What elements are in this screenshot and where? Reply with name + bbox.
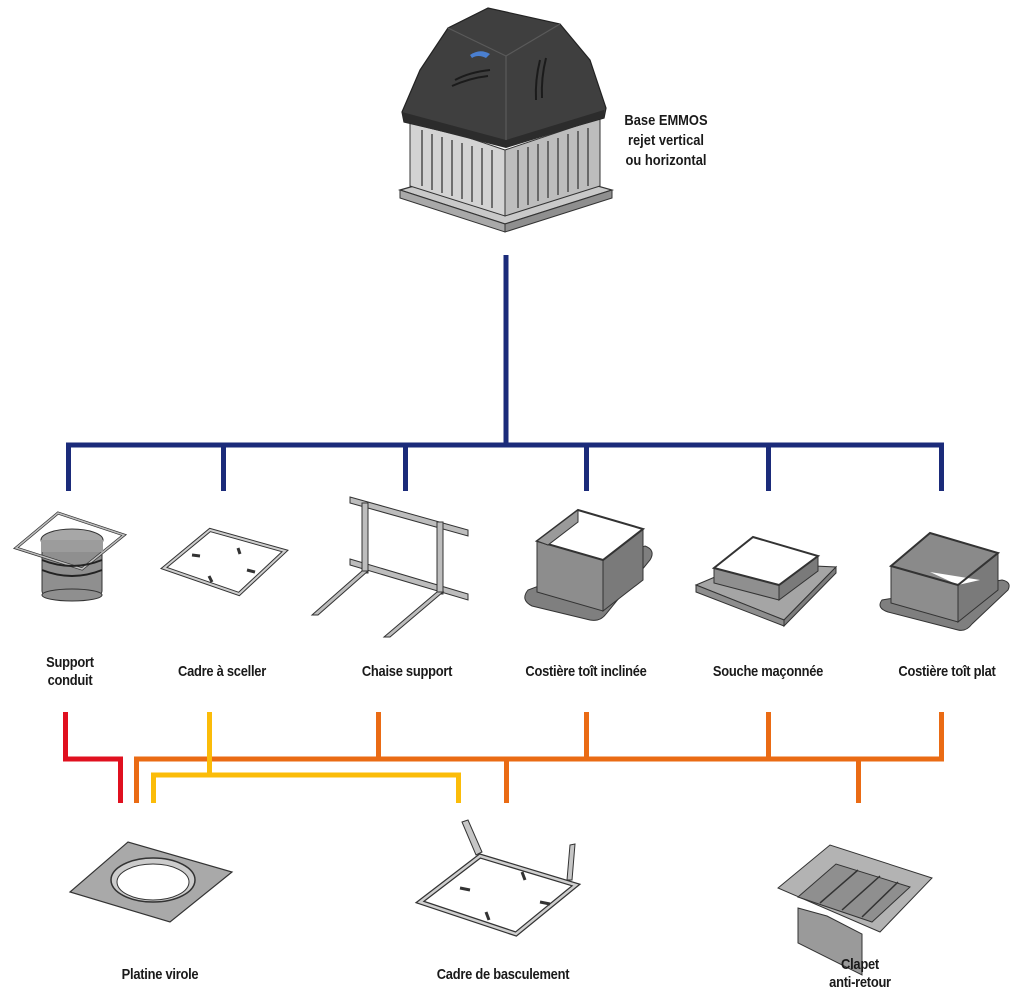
backdraft-damper-icon [777, 844, 933, 976]
mounting-option-label: Costière toît inclinée [504, 663, 667, 681]
label-line: Souche maçonnée [712, 663, 824, 680]
label-line: Support [46, 654, 94, 671]
root-label-line: Base EMMOS [624, 112, 708, 129]
flat-roof-curb-icon [879, 531, 1010, 631]
label-line: Clapet [841, 956, 879, 973]
label-line: Chaise support [361, 663, 453, 680]
label-line: Platine virole [121, 966, 199, 983]
ferrule-plate-icon [68, 841, 234, 923]
mounting-option-label: Souche maçonnée [695, 663, 841, 681]
sealing-frame-icon [159, 527, 289, 597]
label-line: Costière toît inclinée [525, 663, 647, 680]
orange-connector [134, 712, 944, 803]
masonry-stack-icon [694, 535, 838, 628]
support-chair-icon [310, 496, 469, 638]
roof-fan-icon [397, 7, 615, 233]
duct-support-icon [12, 511, 128, 602]
root-label-line: ou horizontal [625, 152, 707, 169]
label-line: Costière toît plat [898, 663, 996, 680]
label-line: anti-retour [829, 974, 891, 991]
red-connector [63, 712, 123, 803]
accessory-label: Clapet anti-retour [808, 956, 911, 992]
label-line: conduit [47, 672, 93, 689]
label-line: Cadre de basculement [436, 966, 570, 983]
mounting-option-label: Support conduit [27, 654, 113, 690]
mounting-option-label: Cadre à sceller [162, 663, 282, 681]
accessory-label: Cadre de basculement [417, 966, 589, 984]
mounting-option-label: Costière toît plat [874, 663, 1020, 681]
mounting-option-label: Chaise support [343, 663, 472, 681]
root-label-line: rejet vertical [627, 132, 705, 149]
root-connector [66, 255, 944, 491]
root-label: Base EMMOS rejet vertical ou horizontal [606, 111, 726, 171]
sloped-roof-curb-icon [524, 508, 653, 621]
yellow-connector [151, 712, 461, 803]
accessory-label: Platine virole [100, 966, 220, 984]
label-line: Cadre à sceller [178, 663, 266, 680]
tilting-frame-icon [414, 819, 582, 937]
